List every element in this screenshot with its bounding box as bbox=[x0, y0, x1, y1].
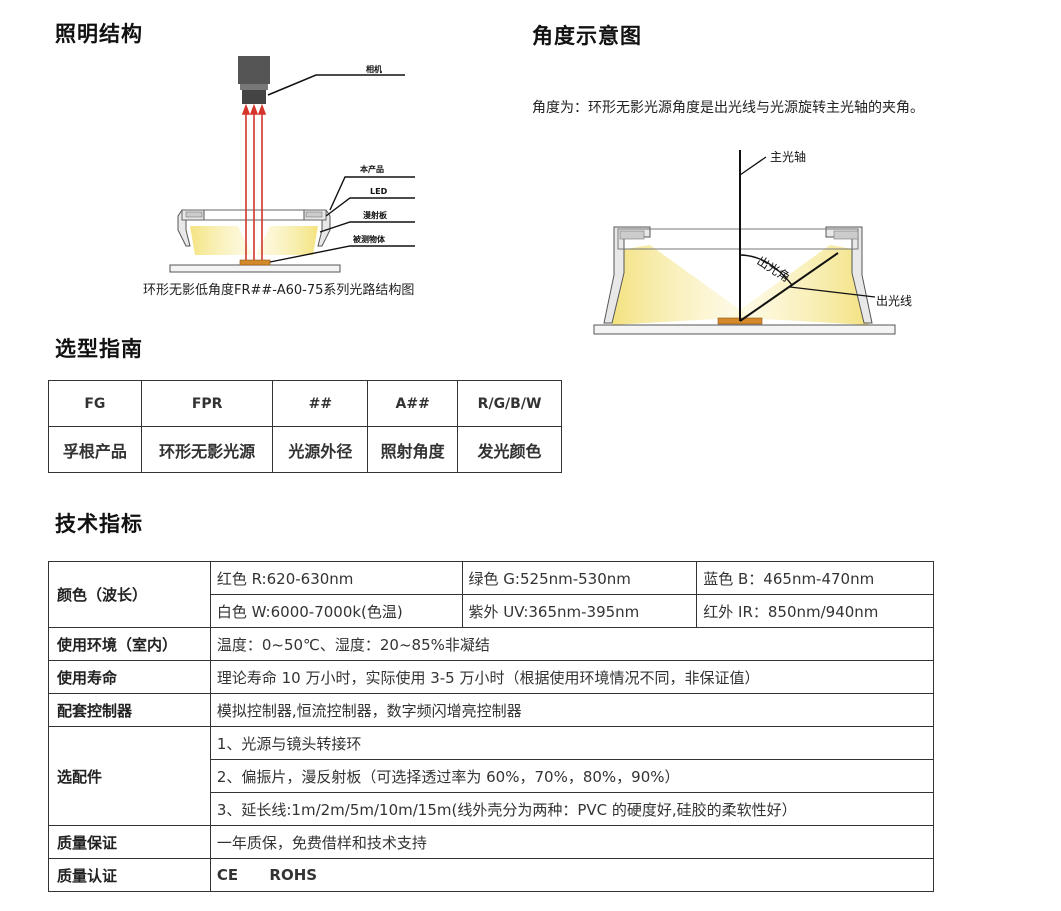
model-guide-table: FG FPR ## A## R/G/B/W 孚根产品 环形无影光源 光源外径 照… bbox=[48, 380, 562, 473]
camera-body bbox=[238, 56, 270, 84]
angle-description: 角度为：环形无影光源角度是出光线与光源旋转主光轴的夹角。 bbox=[532, 100, 924, 116]
spec-value: 白色 W:6000-7000k(色温) bbox=[209, 594, 463, 628]
spec-row-accessories: 选配件 1、光源与镜头转接环 bbox=[48, 726, 935, 826]
spec-label: 使用环境（室内） bbox=[48, 627, 211, 661]
spec-value: 紫外 UV:365nm-395nm bbox=[461, 594, 698, 628]
model-meaning-cell: 环形无影光源 bbox=[140, 426, 274, 473]
spec-value: 温度：0~50℃、湿度：20~85%非凝结 bbox=[209, 627, 935, 661]
lighting-structure-diagram: 相机 本产品 LED 漫射板 被测物体 bbox=[169, 56, 415, 273]
section-title-lighting-structure: 照明结构 bbox=[55, 22, 143, 46]
section-title-tech-specs: 技术指标 bbox=[55, 512, 143, 536]
spec-value: 2、偏振片，漫反射板（可选择透过率为 60%，70%，80%，90%） bbox=[209, 759, 935, 793]
model-meaning-cell: 光源外径 bbox=[272, 426, 369, 473]
section-title-model-guide: 选型指南 bbox=[55, 337, 143, 361]
object-label: 被测物体 bbox=[353, 234, 386, 244]
spec-row-lifetime: 使用寿命 理论寿命 10 万小时，实际使用 3-5 万小时（根据使用环境情况不同… bbox=[48, 660, 935, 694]
spec-row-certification: 质量认证 CE ROHS bbox=[48, 858, 935, 892]
model-code-cell: ## bbox=[272, 380, 369, 427]
section-title-angle-diagram: 角度示意图 bbox=[532, 24, 642, 48]
model-meaning-cell: 发光颜色 bbox=[457, 426, 562, 473]
structure-caption: 环形无影低角度FR##-A60-75系列光路结构图 bbox=[143, 283, 415, 298]
emit-angle-label: 出光角 bbox=[754, 254, 792, 285]
model-code-row: FG FPR ## A## R/G/B/W bbox=[48, 380, 562, 427]
spec-row-warranty: 质量保证 一年质保，免费借样和技术支持 bbox=[48, 825, 935, 859]
spec-value: 红外 IR：850nm/940nm bbox=[696, 594, 934, 628]
spec-value: 绿色 G:525nm-530nm bbox=[461, 561, 698, 595]
spec-value: 模拟控制器,恒流控制器，数字频闪增亮控制器 bbox=[209, 693, 935, 727]
product-label: 本产品 bbox=[359, 164, 384, 174]
spec-value: 一年质保，免费借样和技术支持 bbox=[209, 825, 935, 859]
spec-label: 选配件 bbox=[48, 726, 211, 826]
spec-row-accessories-3: 3、延长线:1m/2m/5m/10m/15m(线外壳分为两种：PVC 的硬度好,… bbox=[49, 792, 935, 826]
diffuser-label: 漫射板 bbox=[363, 210, 388, 220]
main-axis-label: 主光轴 bbox=[770, 149, 806, 164]
spec-label: 质量保证 bbox=[48, 825, 211, 859]
spec-value: CE ROHS bbox=[209, 858, 935, 892]
spec-row-color: 颜色（波长） 红色 R:620-630nm 绿色 G:525nm-530nm 蓝… bbox=[48, 561, 934, 628]
emit-line-label: 出光线 bbox=[876, 294, 912, 308]
model-code-cell: FG bbox=[48, 380, 142, 427]
camera-lens bbox=[242, 90, 266, 104]
spec-label: 配套控制器 bbox=[48, 693, 211, 727]
spec-value: 蓝色 B：465nm-470nm bbox=[696, 561, 934, 595]
spec-row-accessories-2: 2、偏振片，漫反射板（可选择透过率为 60%，70%，80%，90%） bbox=[49, 759, 935, 793]
spec-label: 颜色（波长） bbox=[48, 561, 211, 628]
angle-diagram: 主光轴 出光线 出光角 bbox=[593, 149, 912, 335]
model-code-cell: A## bbox=[367, 380, 459, 427]
led-label: LED bbox=[370, 187, 388, 196]
spec-value: 3、延长线:1m/2m/5m/10m/15m(线外壳分为两种：PVC 的硬度好,… bbox=[209, 792, 935, 826]
model-meaning-cell: 照射角度 bbox=[367, 426, 459, 473]
spec-row-controller: 配套控制器 模拟控制器,恒流控制器，数字频闪增亮控制器 bbox=[48, 693, 935, 727]
spec-value: 红色 R:620-630nm bbox=[209, 561, 463, 595]
model-meaning-row: 孚根产品 环形无影光源 光源外径 照射角度 发光颜色 bbox=[48, 426, 562, 473]
spec-value: 1、光源与镜头转接环 bbox=[209, 726, 935, 760]
model-code-cell: R/G/B/W bbox=[457, 380, 562, 427]
spec-row-environment: 使用环境（室内） 温度：0~50℃、湿度：20~85%非凝结 bbox=[48, 627, 935, 661]
spec-label: 使用寿命 bbox=[48, 660, 211, 694]
spec-label: 质量认证 bbox=[48, 858, 211, 892]
tech-spec-table: 颜色（波长） 红色 R:620-630nm 绿色 G:525nm-530nm 蓝… bbox=[48, 561, 935, 892]
model-meaning-cell: 孚根产品 bbox=[48, 426, 142, 473]
spec-value: 理论寿命 10 万小时，实际使用 3-5 万小时（根据使用环境情况不同，非保证值… bbox=[209, 660, 935, 694]
model-code-cell: FPR bbox=[140, 380, 274, 427]
camera-label: 相机 bbox=[366, 64, 382, 74]
